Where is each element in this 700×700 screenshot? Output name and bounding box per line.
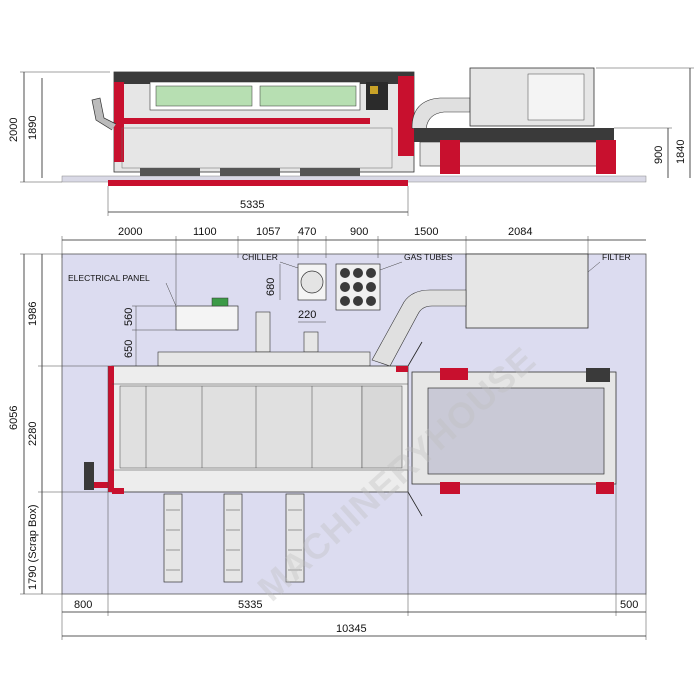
plan-bed [119, 385, 363, 469]
gas-tube-cylinders [340, 268, 376, 306]
scrap-box-2 [223, 493, 243, 583]
left-dim-upper: 1986 [27, 302, 39, 326]
leader-filter [587, 261, 601, 273]
gas-tube [366, 268, 376, 278]
gas-tube [340, 296, 350, 306]
side-window-right [259, 85, 357, 107]
scrap-box-ribs [166, 509, 302, 571]
gas-tube [353, 296, 363, 306]
gas-tube [353, 282, 363, 292]
chiller-fan [300, 270, 324, 294]
plan-exchange-pallet [427, 387, 605, 475]
side-red-stripe [120, 118, 370, 124]
plan-console [84, 462, 94, 490]
dim-chiller-gap: 220 [298, 309, 316, 321]
side-red-end-right [398, 76, 414, 156]
leader-chiller [279, 261, 299, 269]
left-dim-lower: 1790 (Scrap Box) [27, 504, 39, 590]
side-window-left [155, 85, 253, 107]
top-dim-5: 900 [350, 226, 368, 238]
left-dim-total: 6056 [8, 406, 20, 430]
side-control-light [370, 86, 378, 94]
gas-tube [366, 282, 376, 292]
scrap-box-1 [163, 493, 183, 583]
top-dim-4: 470 [298, 226, 316, 238]
bottom-dim-right-margin: 500 [620, 599, 638, 611]
side-red-end-left [114, 82, 124, 162]
side-duct [411, 97, 471, 133]
top-dim-2: 1100 [193, 226, 217, 238]
plan-head-area [361, 385, 403, 469]
plan-console-base [94, 482, 108, 488]
label-chiller: CHILLER [242, 252, 278, 262]
side-foot-3 [300, 168, 360, 176]
top-dim-6: 1500 [414, 226, 438, 238]
plan-machine-red-corner-tr [396, 366, 408, 372]
top-dim-1: 2000 [118, 226, 142, 238]
bottom-dim-left-margin: 800 [74, 599, 92, 611]
plan-duct [371, 289, 467, 367]
side-table-rail [414, 128, 614, 142]
plan-table-red-tl [440, 368, 468, 380]
label-gas-tubes: GAS TUBES [404, 252, 453, 262]
dim-height-filter: 1840 [675, 140, 687, 164]
side-red-base [108, 180, 408, 186]
dim-height-machine: 1890 [27, 116, 39, 140]
plan-column-1 [255, 311, 271, 353]
label-filter: FILTER [602, 252, 631, 262]
dim-length-machine: 5335 [240, 199, 264, 211]
plan-column-2 [303, 331, 319, 353]
plan-machine-red-left [108, 366, 114, 492]
filter-box [465, 253, 589, 329]
gas-tube [340, 268, 350, 278]
plan-table-red-br [596, 482, 614, 494]
leader-gas-tubes [379, 261, 403, 271]
bottom-dim-total: 10345 [336, 623, 367, 635]
dim-panel-h2: 650 [123, 340, 135, 358]
plan-machine-red-corner-bl [112, 488, 124, 494]
dim-chiller-h: 680 [265, 278, 277, 296]
side-foot-2 [220, 168, 280, 176]
plan-table-red-bl [440, 482, 460, 494]
side-arm [91, 97, 117, 131]
side-filter-door [527, 73, 585, 121]
label-electrical-panel: ELECTRICAL PANEL [68, 273, 150, 283]
side-table-red-left [440, 140, 460, 174]
electrical-panel-indicator [211, 297, 229, 307]
dim-panel-h1: 560 [123, 308, 135, 326]
side-foot-1 [140, 168, 200, 176]
electrical-panel-box [175, 305, 239, 331]
top-dim-3: 1057 [256, 226, 280, 238]
side-table-red-right [596, 140, 616, 174]
gas-tube [340, 282, 350, 292]
side-view: 2000 1890 1840 900 5335 [8, 67, 694, 216]
gas-tube [353, 268, 363, 278]
top-dim-7: 2084 [508, 226, 532, 238]
plan-door-top [407, 341, 423, 367]
leader-electrical-panel [165, 282, 177, 307]
plan-view: 2000 1100 1057 470 900 1500 2084 6056 19… [8, 226, 647, 640]
plan-machine-top-cover [157, 351, 371, 367]
plan-table-motor [586, 368, 610, 382]
gas-tube [366, 296, 376, 306]
dim-height-total: 2000 [8, 118, 20, 142]
side-machine-top [114, 72, 414, 84]
bottom-dim-machine: 5335 [238, 599, 262, 611]
plan-door-bottom [407, 491, 423, 517]
scrap-box-3 [285, 493, 305, 583]
dim-height-table: 900 [653, 146, 665, 164]
left-dim-middle: 2280 [27, 422, 39, 446]
